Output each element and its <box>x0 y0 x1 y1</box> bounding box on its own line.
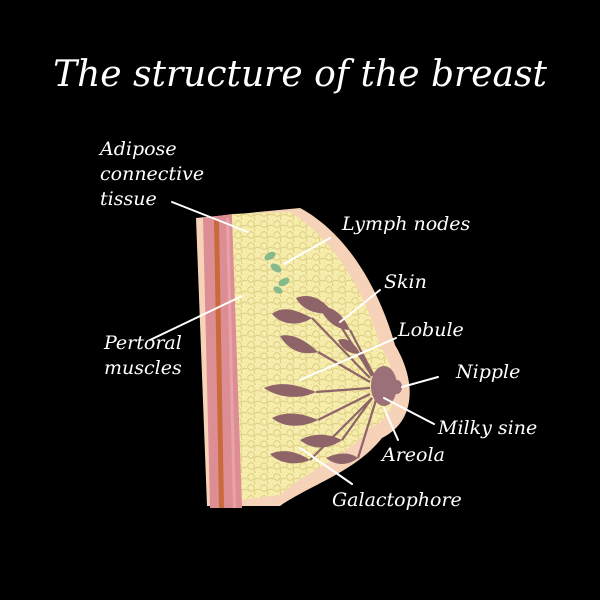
page-title: The structure of the breast <box>53 54 547 95</box>
label-galactophore: Galactophore <box>332 489 462 511</box>
lymph-node <box>264 251 276 261</box>
lobule <box>280 335 318 354</box>
lymph-node <box>273 286 283 294</box>
muscle-stripe-2 <box>226 218 236 508</box>
label-nipple: Nipple <box>455 361 520 383</box>
nipple-shape <box>392 380 402 394</box>
label-lobule: Lobule <box>397 319 464 341</box>
lobule <box>326 453 358 464</box>
milk-ducts <box>309 311 378 461</box>
labels: Adipose connective tissue Lymph nodes Sk… <box>98 138 537 511</box>
pointer-skin <box>339 289 381 323</box>
label-adipose-line1: Adipose <box>98 138 177 160</box>
pointer-galactophore <box>299 447 353 485</box>
lymph-node <box>278 277 290 287</box>
pointer-areola <box>383 407 399 441</box>
pointer-adipose <box>171 201 249 233</box>
pointer-lobule <box>299 337 397 381</box>
pointer-lymph <box>283 237 331 265</box>
breast-illustration <box>196 208 410 508</box>
muscle-stripe <box>214 220 224 508</box>
lobule <box>338 338 360 354</box>
label-milky-sine: Milky sine <box>437 417 537 439</box>
lobule <box>272 309 312 324</box>
lymph-node <box>270 263 282 273</box>
pointer-lines <box>149 201 439 485</box>
pointer-pectoral <box>149 295 243 341</box>
label-pectoral-line1: Pertoral <box>103 332 182 354</box>
adipose-tissue <box>232 212 395 500</box>
label-lymph-nodes: Lymph nodes <box>341 213 471 235</box>
label-skin: Skin <box>384 271 427 293</box>
lobule <box>264 384 316 397</box>
areola-shape <box>371 366 397 406</box>
pointer-milky-sine <box>383 397 435 425</box>
label-areola: Areola <box>380 444 445 466</box>
label-adipose-line3: tissue <box>100 188 157 210</box>
label-pectoral-line2: muscles <box>104 357 182 379</box>
lobule <box>272 413 318 426</box>
pointer-nipple <box>401 376 439 388</box>
lobule <box>270 451 310 464</box>
label-adipose-line2: connective <box>100 163 204 185</box>
